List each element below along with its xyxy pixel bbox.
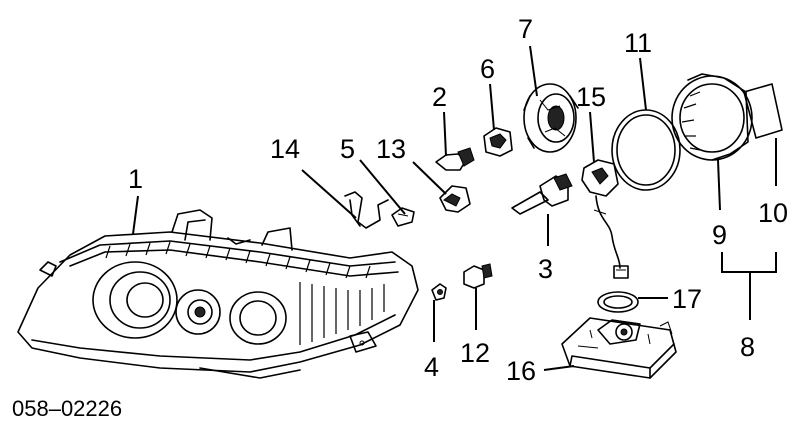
part-15-igniter: [581, 159, 629, 279]
callout-8: 8: [740, 332, 755, 362]
upper-band-hatching: [105, 241, 371, 279]
part-10-label: [743, 83, 783, 139]
callout-11: 11: [624, 28, 652, 58]
callout-labels: 1 14 5 13 2 6 7 15 11 3 4 12 17 16 9 10 …: [128, 14, 788, 386]
part-6-socket: [483, 127, 513, 157]
part-3-hid-bulb: [511, 173, 573, 215]
headlight-assembly: [17, 209, 419, 379]
outer-cover-hatching: [681, 91, 701, 151]
callout-4: 4: [424, 352, 439, 382]
part-4-small-clip: [431, 283, 447, 301]
leader-lines: [132, 45, 777, 371]
callout-2: 2: [432, 82, 447, 112]
part-17-o-ring: [597, 291, 639, 313]
callout-7: 7: [518, 14, 533, 44]
part-14-wire-bracket: [344, 191, 389, 229]
callout-6: 6: [480, 54, 495, 84]
callout-14: 14: [270, 134, 300, 164]
side-lens-hatching: [299, 282, 385, 345]
callout-12: 12: [460, 338, 490, 368]
part-9-outer-cover: [671, 73, 753, 161]
callout-15: 15: [576, 82, 606, 112]
part-13-bulb-socket: [439, 185, 471, 213]
part-2-bulb: [435, 147, 475, 171]
callout-9: 9: [712, 220, 727, 250]
part-11-seal-ring: [611, 109, 681, 191]
part-12-side-marker-bulb: [463, 263, 493, 289]
callout-5: 5: [340, 134, 355, 164]
callout-1: 1: [128, 164, 143, 194]
callout-17: 17: [672, 284, 702, 314]
diagram-reference-number: 058–02226: [12, 396, 122, 421]
callout-10: 10: [758, 198, 788, 228]
callout-16: 16: [506, 356, 536, 386]
callout-13: 13: [376, 134, 406, 164]
part-7-cover-cap: [523, 83, 579, 153]
part-16-ballast: [561, 317, 677, 379]
callout-3: 3: [538, 254, 553, 284]
